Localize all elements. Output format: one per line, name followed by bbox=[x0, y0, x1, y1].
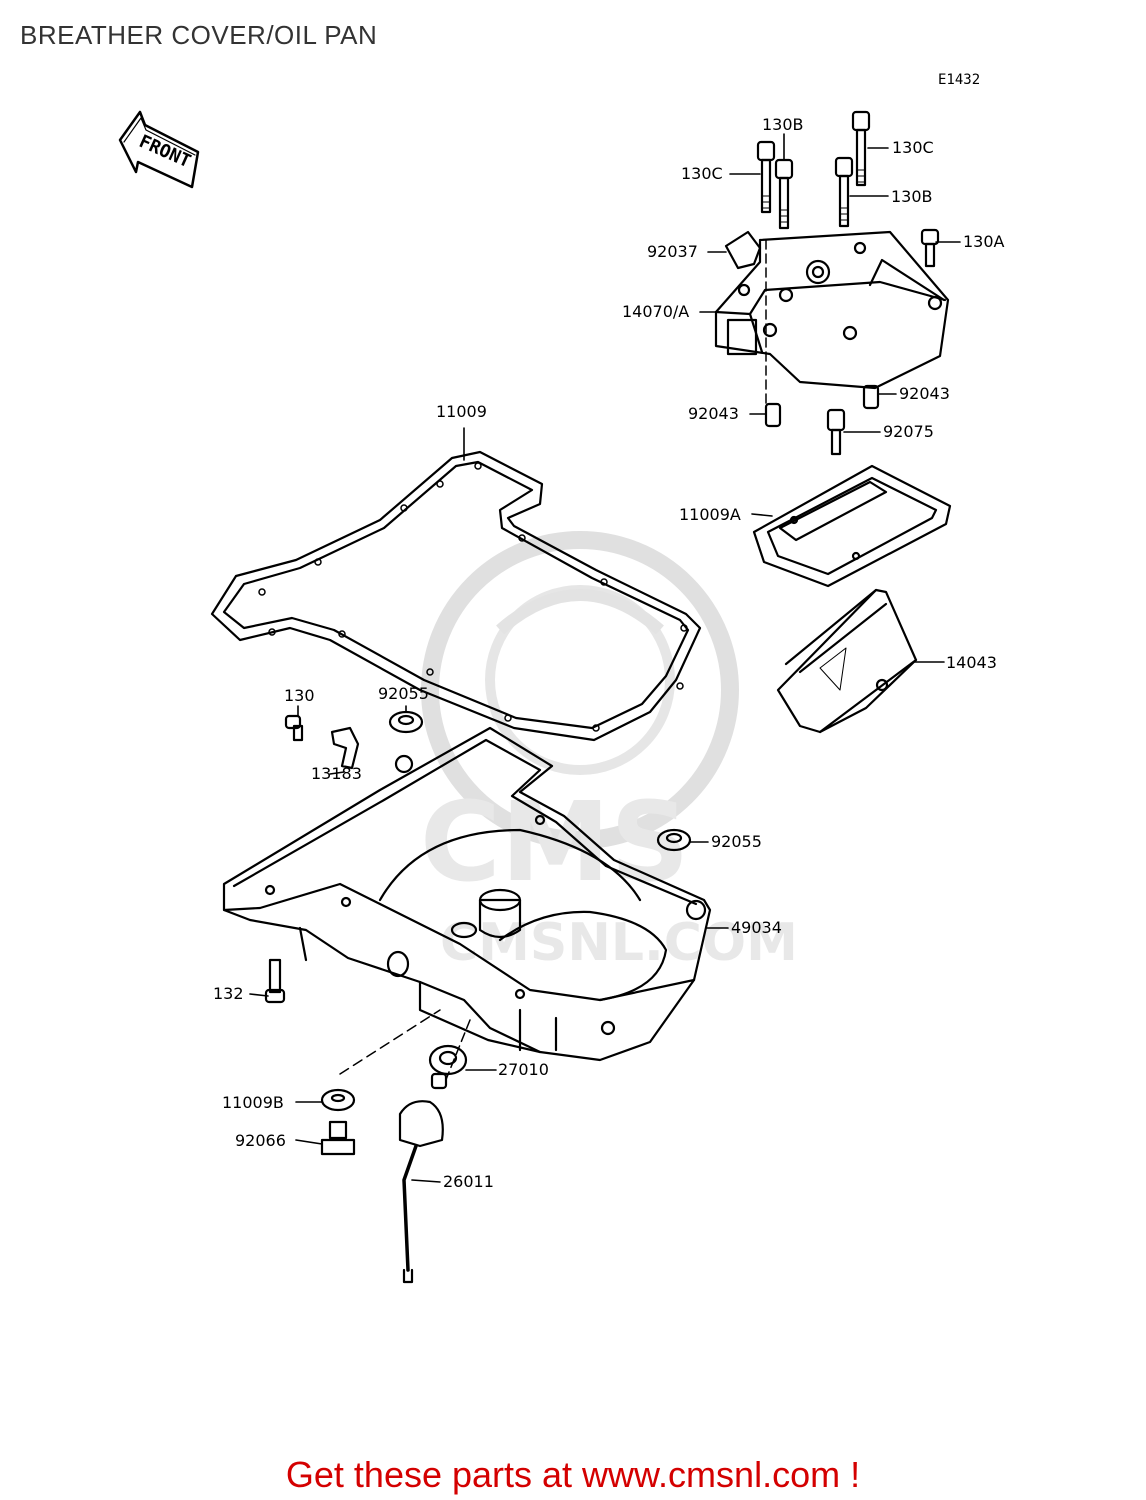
gauge-27010 bbox=[428, 1044, 468, 1090]
callout-92043-left: 92043 bbox=[688, 404, 739, 423]
callout-92037: 92037 bbox=[647, 242, 698, 261]
callout-130C-left: 130C bbox=[681, 164, 723, 183]
bolt-130 bbox=[284, 714, 304, 742]
breather-cover-14070A bbox=[714, 230, 950, 390]
callout-11009: 11009 bbox=[436, 402, 487, 421]
callout-14043: 14043 bbox=[946, 653, 997, 672]
callout-130B-right: 130B bbox=[891, 187, 933, 206]
callout-49034: 49034 bbox=[731, 918, 782, 937]
front-arrow-icon: FRONT bbox=[118, 110, 200, 189]
seal-92055-right bbox=[656, 828, 692, 852]
oil-pan-49034 bbox=[222, 726, 712, 1062]
bolt-130B-top bbox=[774, 158, 794, 230]
washer-11009B bbox=[320, 1088, 356, 1112]
bolt-130A bbox=[920, 228, 940, 268]
callout-92075: 92075 bbox=[883, 422, 934, 441]
bolt-130C-left bbox=[756, 140, 776, 214]
callout-130C-right: 130C bbox=[892, 138, 934, 157]
callout-11009A: 11009A bbox=[679, 505, 741, 524]
callout-11009B: 11009B bbox=[222, 1093, 284, 1112]
callout-92055-top: 92055 bbox=[378, 684, 429, 703]
callout-14070A: 14070/A bbox=[622, 302, 690, 321]
callout-27010: 27010 bbox=[498, 1060, 549, 1079]
callout-130A: 130A bbox=[963, 232, 1005, 251]
callout-92043-right: 92043 bbox=[899, 384, 950, 403]
dipstick-26011 bbox=[398, 1100, 444, 1284]
callout-26011: 26011 bbox=[443, 1172, 494, 1191]
callout-13183: 13183 bbox=[311, 764, 362, 783]
drain-plug-92066 bbox=[320, 1120, 356, 1156]
callout-92066: 92066 bbox=[235, 1131, 286, 1150]
bolt-130B-right bbox=[834, 156, 854, 228]
diagram-code: E1432 bbox=[938, 72, 981, 88]
bracket-13183 bbox=[330, 726, 360, 770]
callout-130: 130 bbox=[284, 686, 315, 705]
callout-132: 132 bbox=[213, 984, 244, 1003]
gasket-11009 bbox=[210, 450, 702, 742]
callout-130B-top: 130B bbox=[762, 115, 804, 134]
gasket-11009A bbox=[752, 464, 952, 588]
dowel-92043-left bbox=[764, 402, 782, 428]
clip-92037 bbox=[724, 230, 762, 270]
callout-92055-right: 92055 bbox=[711, 832, 762, 851]
breather-plate-14043 bbox=[776, 588, 918, 734]
footer-link[interactable]: Get these parts at www.cmsnl.com ! bbox=[285, 1454, 861, 1495]
nipple-92075 bbox=[826, 408, 846, 456]
page-title: BREATHER COVER/OIL PAN bbox=[20, 20, 378, 50]
dowel-92043-right bbox=[862, 384, 880, 410]
seal-92055-top bbox=[388, 710, 424, 734]
bolt-130C-right bbox=[851, 110, 871, 187]
